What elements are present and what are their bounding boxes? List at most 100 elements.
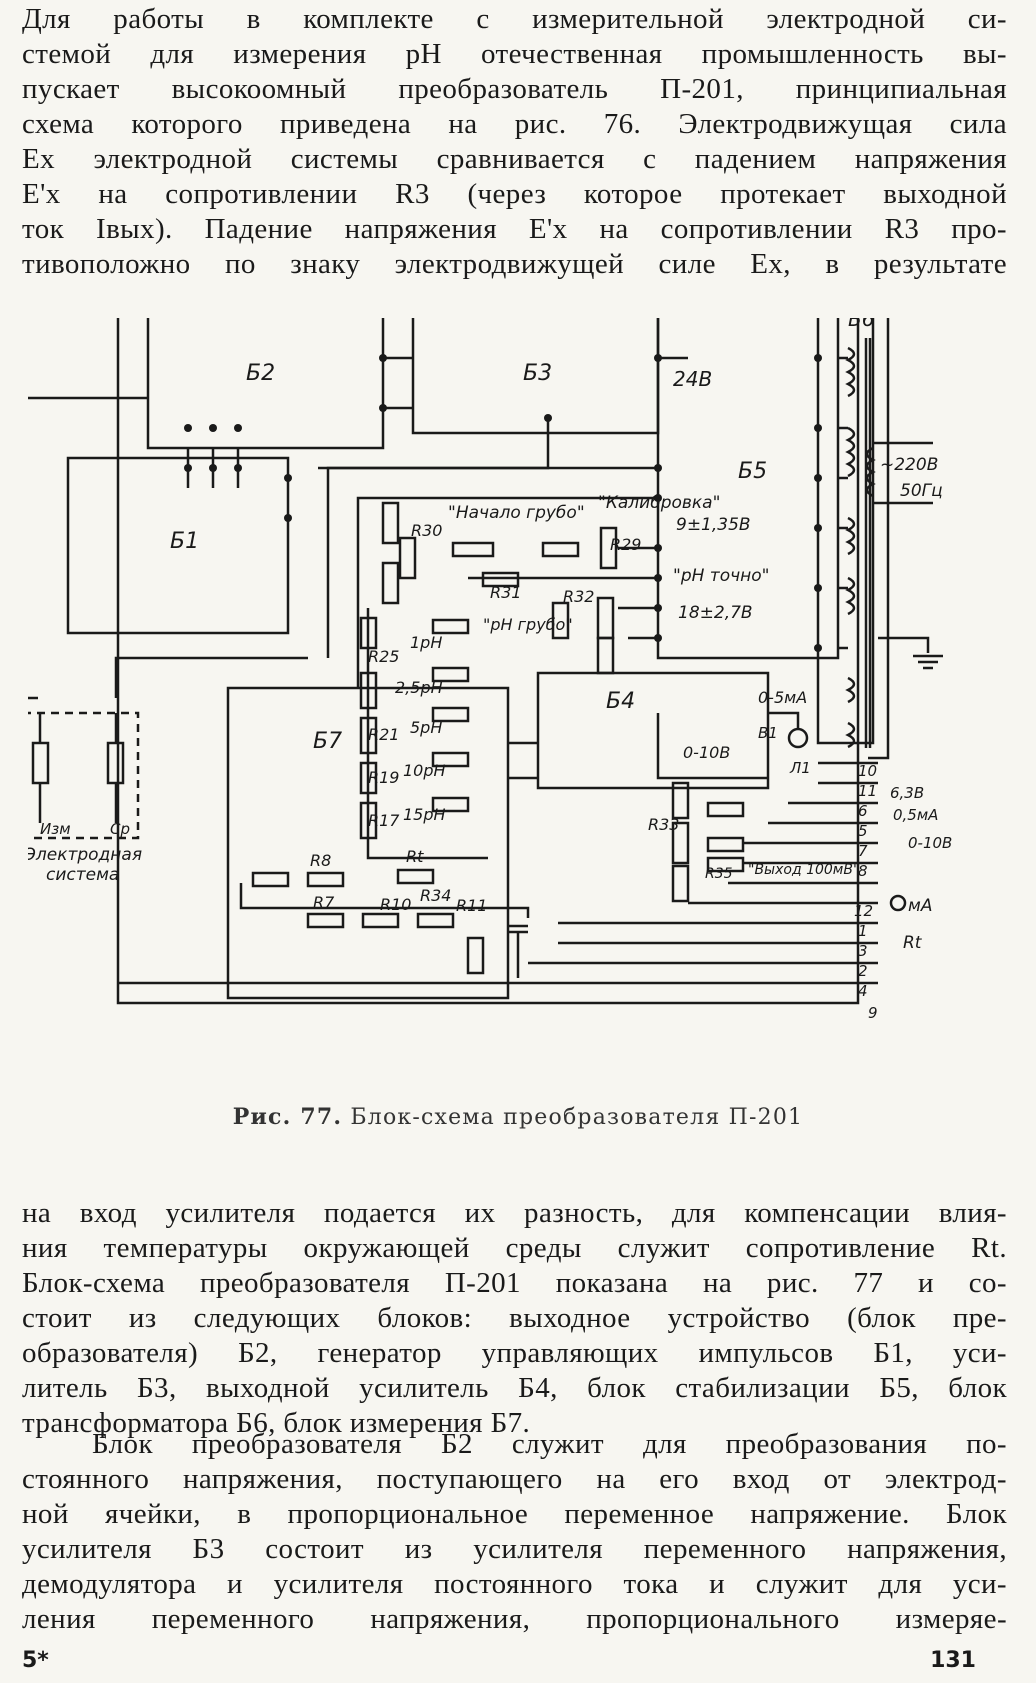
label-r32: R32	[563, 587, 594, 606]
text-line: литель Б3, выходной усилитель Б4, блок с…	[22, 1372, 1007, 1404]
label-start-coarse: "Начало грубо"	[448, 503, 585, 523]
terminal-4: 4	[858, 982, 868, 1000]
terminal-1: 1	[858, 922, 868, 940]
block-b5	[656, 318, 840, 660]
label-range-2-5ph: 2,5pH	[395, 678, 443, 697]
label-b6: Б6	[848, 318, 874, 331]
label-r11: R11	[456, 896, 487, 915]
label-lamp: Л1	[789, 759, 811, 777]
label-range-5ph: 5pH	[410, 718, 442, 737]
label-ph-fine: "pH точно"	[673, 566, 769, 586]
label-r31: R31	[490, 583, 521, 602]
block-b4	[536, 671, 770, 790]
label-r30: R30	[411, 521, 442, 540]
text-line: стоянного напряжения, поступающего на ег…	[22, 1463, 1007, 1495]
page-number: 131	[930, 1648, 976, 1673]
label-rt-output: Rt	[903, 933, 923, 953]
label-r8: R8	[310, 851, 331, 870]
text-line: трансформатора Б6, блок измерения Б7.	[22, 1407, 531, 1439]
label-r35: R35	[705, 866, 733, 882]
label-r34: R34	[420, 886, 451, 905]
label-v-range: 0-10В	[683, 743, 730, 762]
text-line: схема которого приведена на рис. 76. Эле…	[22, 108, 1007, 140]
label-b4: Б4	[606, 689, 635, 714]
label-6-3v: 6,3В	[890, 784, 924, 802]
caption-text: Блок-схема преобразователя П-201	[350, 1105, 804, 1130]
label-r7: R7	[313, 893, 335, 912]
label-electrode-system-2: система	[46, 865, 119, 885]
text-line: образователя) Б2, генератор управляющих …	[22, 1337, 1007, 1369]
label-range-10ph: 10pH	[403, 761, 446, 780]
text-line: Блок-схема преобразователя П-201 показан…	[22, 1267, 1007, 1299]
text-line: стемой для измерения pH отечественная пр…	[22, 38, 1007, 70]
text-line: тивоположно по знаку электродвижущей сил…	[22, 248, 1007, 280]
label-rt: Rt	[406, 847, 424, 866]
text-paragraph-bottom: Блок преобразователя Б2 служит для преоб…	[22, 1427, 1007, 1637]
label-frequency: 50Гц	[900, 481, 943, 501]
label-calibration: "Калибровка"	[598, 493, 720, 513]
terminal-5: 5	[858, 822, 868, 840]
terminal-2: 2	[858, 962, 868, 980]
terminal-10: 10	[858, 762, 877, 780]
text-paragraph-top: Для работы в комплекте с измерительной э…	[22, 2, 1007, 282]
block-b1	[66, 456, 290, 635]
text-line: стоит из следующих блоков: выходное устр…	[22, 1302, 1007, 1334]
label-b7: Б7	[313, 729, 342, 754]
label-r25: R25	[368, 647, 399, 666]
caption-number: Рис. 77.	[232, 1104, 343, 1130]
label-r19: R19	[368, 768, 399, 787]
label-r10: R10	[380, 895, 411, 914]
text-line: на вход усилителя подается их разность, …	[22, 1197, 1007, 1229]
terminal-6: 6	[858, 802, 868, 820]
label-sr: Ср	[110, 820, 130, 838]
block-b6	[816, 318, 875, 745]
label-electrode-system-1: Электродная	[28, 845, 142, 865]
text-paragraph-middle: на вход усилителя подается их разность, …	[22, 1196, 1007, 1441]
label-ma-range: 0-5мА	[758, 688, 807, 707]
label-izm: Изм	[40, 820, 71, 838]
label-b2: Б2	[246, 361, 275, 386]
label-r17: R17	[368, 811, 400, 830]
text-line: Блок преобразователя Б2 служит для преоб…	[92, 1428, 1007, 1460]
label-r21: R21	[368, 725, 399, 744]
electrode-box	[28, 711, 140, 840]
text-line: пускает высокоомный преобразователь П-20…	[22, 73, 1007, 105]
text-line: демодулятора и усилителя постоянного ток…	[22, 1568, 1007, 1600]
terminal-7: 7	[858, 842, 868, 860]
label-calibration-voltage: 9±1,35В	[676, 515, 751, 535]
text-line: ния температуры окружающей среды служит …	[22, 1232, 1007, 1264]
outer-frame	[116, 318, 860, 1005]
label-range-1ph: 1pH	[410, 633, 442, 652]
text-line: Eх электродной системы сравнивается с па…	[22, 143, 1007, 175]
label-output-100mv: "Выход 100мВ"	[748, 862, 859, 878]
label-mains: ~220В	[880, 455, 938, 475]
text-line: E'х на сопротивлении R3 (через которое п…	[22, 178, 1007, 210]
text-line: ления переменного напряжения, пропорцион…	[22, 1603, 1007, 1635]
text-line: ной ячейки, в пропорциональное переменно…	[22, 1498, 1007, 1530]
label-r29: R29	[610, 535, 641, 554]
label-switch: В1	[758, 724, 778, 742]
label-b3: Б3	[523, 361, 552, 386]
terminal-12: 12	[854, 902, 873, 920]
footer-signature: 5*	[22, 1648, 49, 1673]
label-r33: R33	[648, 815, 679, 834]
label-ph-fine-voltage: 18±2,7В	[678, 603, 753, 623]
terminal-9: 9	[868, 1004, 878, 1022]
label-range-15ph: 15pH	[403, 805, 446, 824]
terminal-8: 8	[858, 862, 868, 880]
block-diagram-figure: Б2 Б3 Б5 Б6 Б1 Б4 Б7 24В "Калибровка" 9±…	[28, 318, 952, 1022]
label-b1: Б1	[170, 529, 199, 554]
block-b2	[146, 318, 385, 450]
label-b5: Б5	[738, 459, 767, 484]
label-ma-out: 0,5мА	[893, 806, 938, 824]
terminal-11: 11	[858, 782, 877, 800]
label-ph-coarse: "pH грубо"	[483, 615, 573, 634]
text-line: усилителя Б3 состоит из усилителя переме…	[22, 1533, 1007, 1565]
label-v-out: 0-10В	[908, 834, 952, 852]
text-line: Для работы в комплекте с измерительной э…	[22, 3, 1007, 35]
terminal-3: 3	[858, 942, 868, 960]
label-ma: мА	[908, 896, 932, 916]
text-line: ток Iвых). Падение напряжения E'х на соп…	[22, 213, 1007, 245]
label-b5-voltage: 24В	[673, 367, 712, 391]
figure-caption: Рис. 77. Блок-схема преобразователя П-20…	[0, 1104, 1036, 1130]
